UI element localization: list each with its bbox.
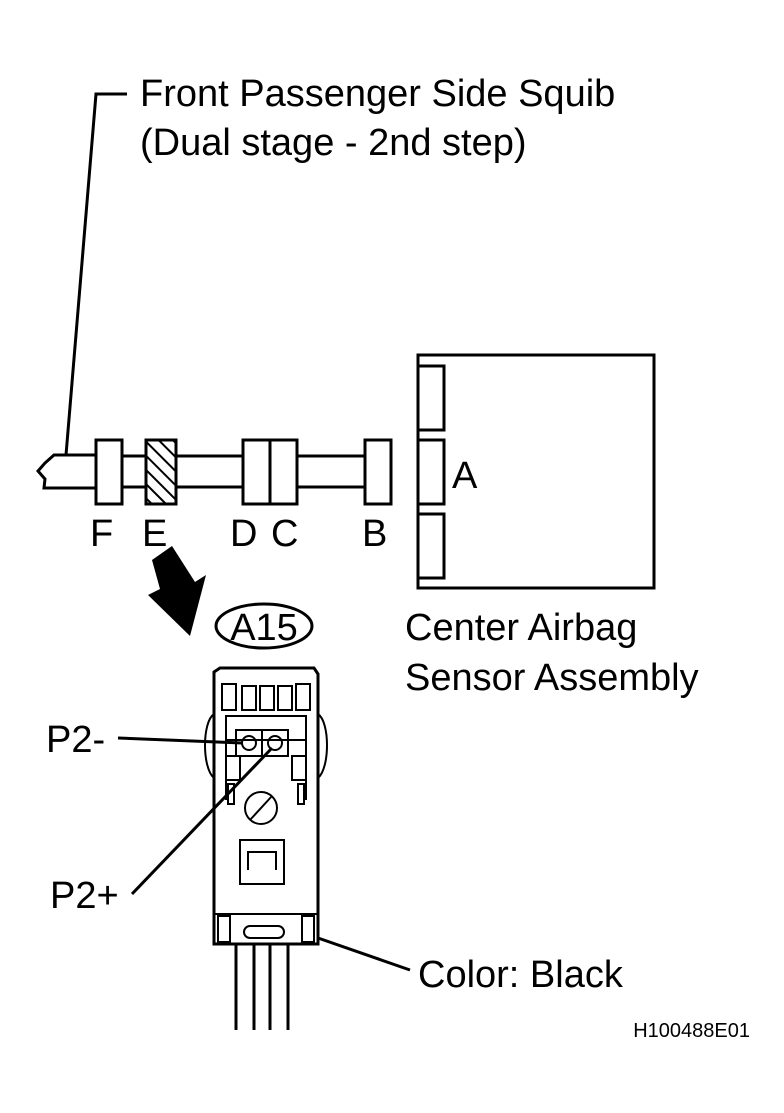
connector-c (268, 438, 299, 506)
sensor-label-line2: Sensor Assembly (405, 657, 699, 699)
connector-a-label: A (452, 455, 478, 497)
squib-label-line1: Front Passenger Side Squib (140, 73, 615, 115)
connector-id-ellipse (214, 602, 314, 650)
connector-b-label: B (362, 513, 387, 555)
pin-minus-label: P2- (46, 719, 105, 761)
figure-code: H100488E01 (633, 1020, 750, 1042)
wire-harness (36, 453, 365, 490)
connector-d (241, 438, 272, 506)
connector-f (94, 438, 124, 506)
connector-c-label: C (271, 513, 298, 555)
arrow-down-icon (148, 546, 206, 636)
sensor-label-line1: Center Airbag (405, 607, 637, 649)
pin-plus-leader (130, 746, 274, 896)
connector-a15-body (204, 666, 328, 1030)
sensor-assembly (416, 353, 656, 590)
color-label: Color: Black (418, 954, 624, 996)
color-leader (317, 936, 411, 972)
pin-plus-label: P2+ (50, 875, 119, 917)
pin-minus-leader (117, 736, 243, 745)
squib-label-line2: (Dual stage - 2nd step) (140, 122, 527, 164)
connector-b (363, 438, 393, 506)
connector-d-label: D (230, 513, 257, 555)
squib-leader-line (64, 92, 127, 456)
connector-f-label: F (90, 513, 113, 555)
connector-e (144, 438, 178, 506)
connector-e-label: E (142, 513, 167, 555)
connector-id-label: A15 (230, 607, 298, 649)
